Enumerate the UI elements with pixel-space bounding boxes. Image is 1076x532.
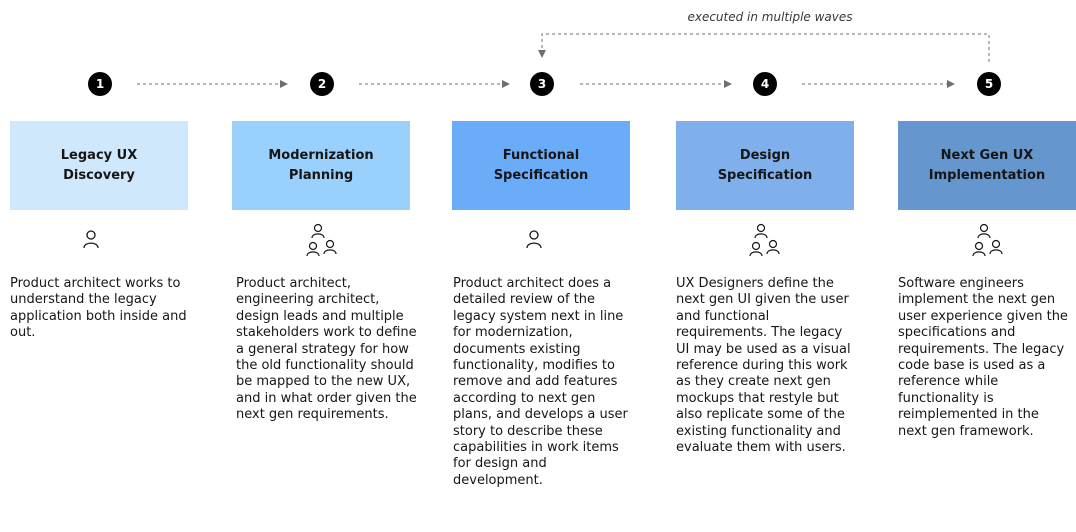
stage-description-4: UX Designers define the next gen UI give… — [676, 276, 851, 456]
stage-title-line2: Specification — [717, 167, 813, 183]
stage-box-modernization-planning: Modernization Planning — [232, 121, 410, 210]
stage-description-5: Software engineers implement the next ge… — [898, 276, 1068, 439]
stage-title-line1: Functional — [502, 147, 580, 163]
stage-description-1: Product architect works to understand th… — [10, 276, 187, 341]
stage-description-3: Product architect does a detailed review… — [453, 276, 628, 488]
stage-title-line1: Legacy UX — [60, 147, 138, 163]
stage-title-line1: Next Gen UX — [940, 147, 1034, 163]
group-icon — [972, 223, 1003, 257]
stage-description-2: Product architect, engineering architect… — [236, 276, 417, 423]
stage-title-line1: Design — [739, 147, 791, 163]
stage-title-line2: Implementation — [928, 167, 1046, 183]
step-number-4: 4 — [753, 72, 777, 96]
step-number-1: 1 — [88, 72, 112, 96]
group-icon — [306, 223, 337, 257]
single-person-icon — [83, 230, 99, 249]
group-icon — [749, 223, 780, 257]
stage-box-next-gen-ux-implementation: Next Gen UX Implementation — [898, 121, 1076, 210]
single-person-icon — [526, 230, 542, 249]
stage-title-line2: Specification — [493, 167, 589, 183]
stage-title-line2: Discovery — [63, 167, 135, 183]
stage-box-functional-specification: Functional Specification — [452, 121, 630, 210]
stage-box-legacy-ux-discovery: Legacy UX Discovery — [10, 121, 188, 210]
step-number-5: 5 — [977, 72, 1001, 96]
loop-back-arrow — [538, 33, 990, 62]
step-number-2: 2 — [310, 72, 334, 96]
step-number-3: 3 — [530, 72, 554, 96]
stage-title-line1: Modernization — [268, 147, 374, 163]
stage-box-design-specification: Design Specification — [676, 121, 854, 210]
loop-label: executed in multiple waves — [687, 10, 853, 24]
stage-title-line2: Planning — [288, 167, 354, 183]
